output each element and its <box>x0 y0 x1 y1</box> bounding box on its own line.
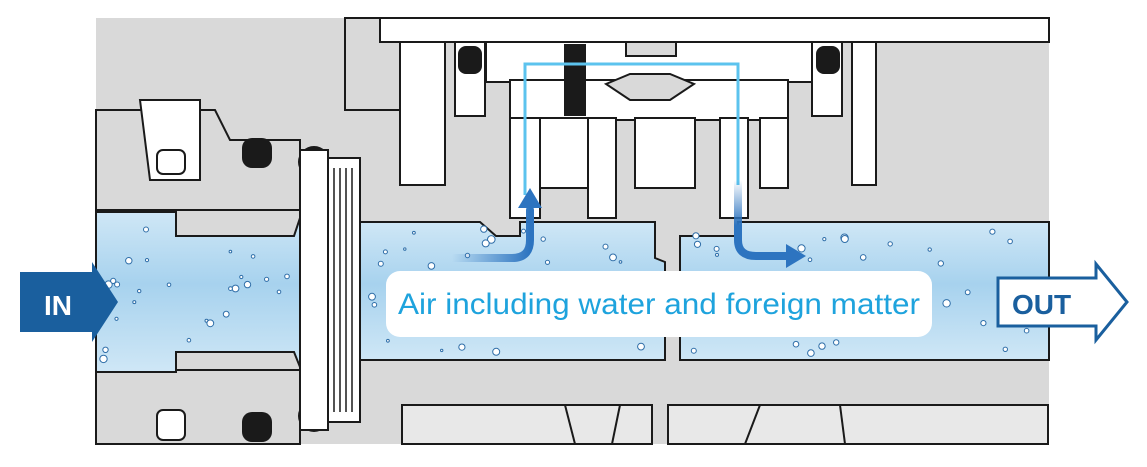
droplet <box>386 338 390 343</box>
droplet <box>1007 238 1013 245</box>
droplet <box>492 347 501 356</box>
droplet <box>487 235 496 244</box>
droplet <box>206 319 215 328</box>
droplet <box>540 236 546 242</box>
droplet <box>222 310 230 318</box>
droplet <box>99 354 108 364</box>
droplet <box>186 337 192 343</box>
droplet <box>544 259 551 265</box>
droplet <box>114 316 119 321</box>
droplet <box>382 249 388 255</box>
droplet <box>132 300 137 305</box>
droplet <box>440 348 444 353</box>
plunger <box>564 44 586 116</box>
inlet-arrow-icon <box>20 262 118 342</box>
droplet <box>458 343 466 351</box>
droplet <box>840 235 849 243</box>
droplet <box>807 257 813 263</box>
outlet-arrow-icon <box>996 259 1129 345</box>
droplet <box>637 342 645 351</box>
lower-housing <box>401 404 1049 445</box>
inlet-label: IN <box>44 290 72 321</box>
droplet <box>715 252 719 257</box>
droplet <box>371 302 378 308</box>
droplet <box>377 260 384 267</box>
droplet <box>859 254 867 261</box>
droplet <box>690 347 697 354</box>
droplet <box>137 288 142 294</box>
droplet <box>231 284 240 293</box>
droplet <box>480 225 488 233</box>
droplet <box>797 244 806 253</box>
droplet <box>276 289 282 295</box>
droplet <box>427 262 436 270</box>
droplet <box>114 281 121 288</box>
droplet <box>964 289 971 296</box>
droplet <box>618 260 623 264</box>
droplet <box>713 245 720 252</box>
droplet <box>228 286 233 292</box>
droplet <box>521 228 526 234</box>
droplet <box>887 241 893 247</box>
droplet <box>239 274 244 280</box>
droplet <box>609 253 617 262</box>
droplet <box>368 292 376 301</box>
droplet <box>144 258 150 263</box>
droplet <box>980 320 987 327</box>
top-o-rings <box>458 46 840 74</box>
droplet <box>143 226 149 233</box>
flow-up-arrow-icon <box>448 188 542 262</box>
droplet <box>1002 346 1008 352</box>
outlet-label: OUT <box>1012 289 1071 320</box>
flow-down-arrow-icon <box>734 180 806 268</box>
droplet <box>166 282 172 288</box>
droplet <box>1023 327 1030 334</box>
droplet <box>102 346 109 353</box>
description-label: Air including water and foreign matter <box>398 288 920 321</box>
pilot-flow-line <box>523 62 740 195</box>
droplet <box>125 257 133 265</box>
droplet <box>989 228 996 235</box>
droplet <box>250 254 256 259</box>
droplet <box>937 260 944 267</box>
droplet <box>228 249 233 254</box>
droplet <box>693 240 702 248</box>
droplet <box>481 239 490 248</box>
droplet <box>284 273 290 280</box>
droplet <box>818 342 826 350</box>
filter-element <box>299 149 361 431</box>
droplet <box>927 247 932 252</box>
droplet <box>110 277 117 284</box>
droplet <box>833 339 840 346</box>
droplet <box>942 299 951 308</box>
droplet <box>243 280 252 289</box>
droplet <box>403 247 407 251</box>
droplet <box>692 232 700 240</box>
droplet <box>264 276 270 282</box>
droplet <box>807 349 815 357</box>
droplet <box>412 230 416 235</box>
description-box <box>386 271 932 337</box>
droplet <box>792 340 800 348</box>
droplet <box>602 243 609 250</box>
droplet <box>822 237 827 242</box>
